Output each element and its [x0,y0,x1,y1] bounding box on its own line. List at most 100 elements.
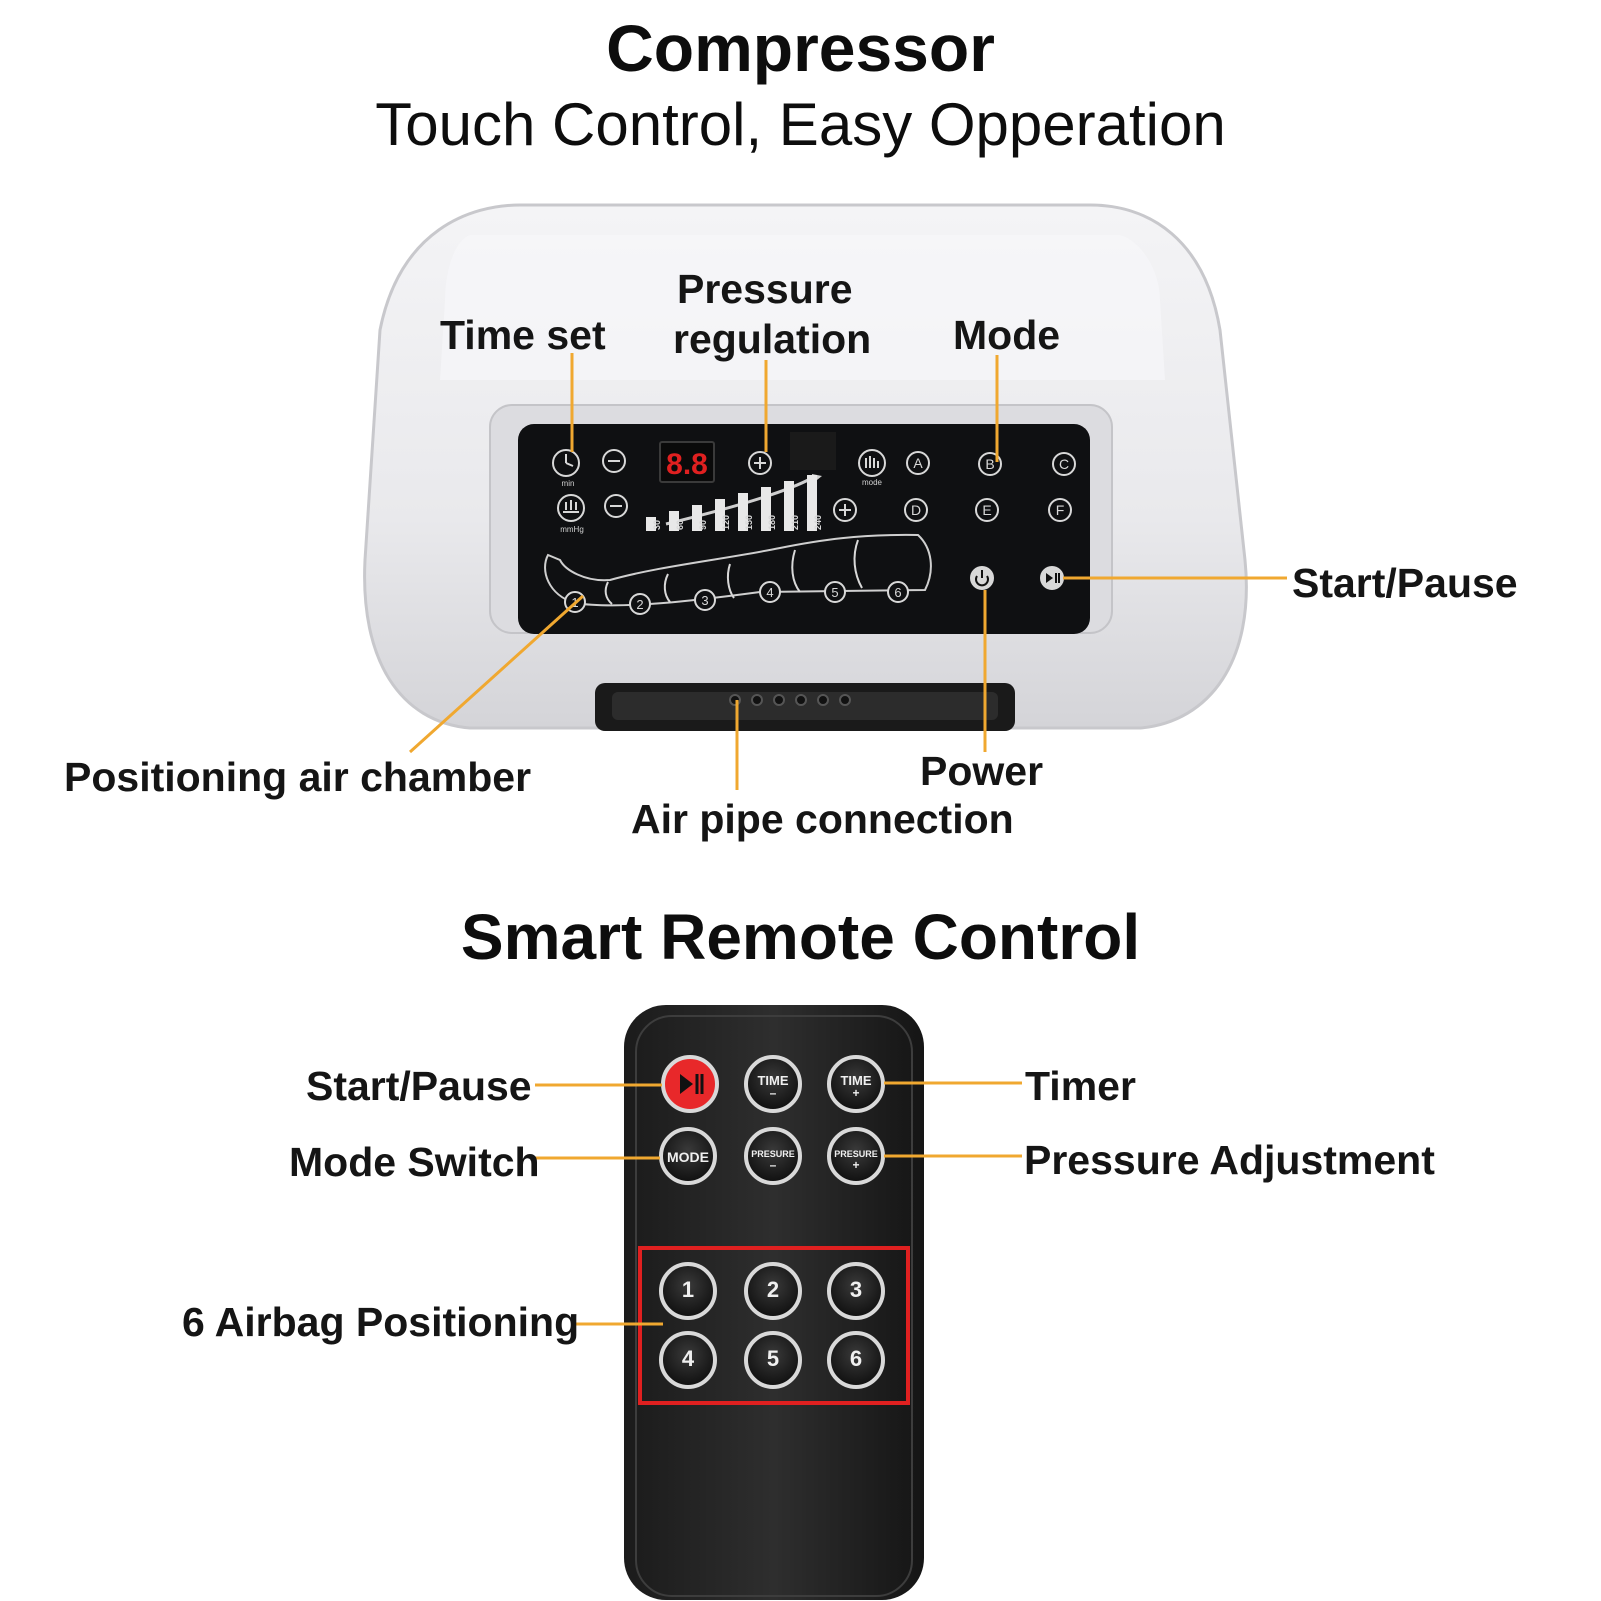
pressure-bar [692,505,702,531]
remote-pressure-plus-button[interactable]: PRESURE+ [827,1127,885,1185]
remote-pressure-minus-button[interactable]: PRESURE– [744,1127,802,1185]
pressure-scale-label: 210 [790,515,800,530]
label-power: Power [920,748,1044,794]
pressure-bar [646,517,656,531]
pressure-scale-label: 120 [721,515,731,530]
mode-a-button[interactable]: A [906,451,930,475]
chamber-number: 4 [766,585,773,600]
mode-letter: B [985,456,994,472]
remote-time-plus-button[interactable]: TIME+ [827,1055,885,1113]
chamber-number: 6 [894,585,901,600]
pressure-bar [784,481,794,531]
clock-icon[interactable] [552,449,580,477]
chamber-number: 2 [636,597,643,612]
remote-pressure-plus-button-label: + [852,1158,859,1172]
pressure-scale-label: 240 [813,515,823,530]
remote-airbag-4-button-label: 4 [682,1346,695,1371]
pressure-icon[interactable] [557,494,585,522]
chamber-5-button[interactable]: 5 [824,581,846,603]
mode-e-button[interactable]: E [975,498,999,522]
label-start-pause: Start/Pause [1292,560,1518,606]
pressure-minus-icon[interactable] [604,494,628,518]
mode-f-button[interactable]: F [1048,498,1072,522]
label-airbag-positioning: 6 Airbag Positioning [182,1299,580,1345]
remote-start-pause-button[interactable] [661,1055,719,1113]
min-unit-label: min [562,479,575,488]
label-mode: Mode [953,312,1061,358]
mode-b-button[interactable]: B [978,452,1002,476]
compressor-leader-lines [408,353,1287,790]
remote-airbag-6-button[interactable]: 6 [827,1331,885,1389]
label-timer: Timer [1025,1063,1136,1109]
mode-letter: D [911,502,921,518]
remote-mode-button-label: MODE [667,1149,709,1165]
mode-d-button[interactable]: D [904,498,928,522]
chamber-number: 5 [831,585,838,600]
chamber-2-button[interactable]: 2 [629,593,651,615]
pressure-bar [669,511,679,531]
pressure-scale-label: 180 [767,515,777,530]
remote-title: Smart Remote Control [460,901,1141,973]
remote-pressure-plus-button-label: PRESURE [834,1149,878,1159]
remote-airbag-3-button[interactable]: 3 [827,1262,885,1320]
mode-letter: A [913,455,923,471]
chamber-6-button[interactable]: 6 [887,581,909,603]
remote-airbag-3-button-label: 3 [850,1277,862,1302]
power-icon[interactable] [970,566,994,590]
chamber-4-button[interactable]: 4 [759,581,781,603]
pressure-bar [738,493,748,531]
remote-pressure-minus-button-label: – [770,1158,777,1172]
mode-letter: E [982,502,991,518]
remote-time-minus-button[interactable]: TIME– [744,1055,802,1113]
remote-airbag-5-button-label: 5 [767,1346,779,1371]
remote-airbag-2-button[interactable]: 2 [744,1262,802,1320]
mode-letter: C [1059,456,1069,472]
pressure-plus-icon[interactable] [833,498,857,522]
led-display: 8.8 [666,448,708,481]
pressure-scale-label: 150 [744,515,754,530]
mode-touch-icon[interactable] [858,449,886,477]
remote-airbag-1-button-label: 1 [682,1277,694,1302]
label-pressure-line2: regulation [673,316,872,362]
panel-controls [544,432,1064,607]
remote-time-plus-button-label: + [852,1086,859,1100]
label-positioning-air-chamber: Positioning air chamber [64,754,532,800]
time-minus-icon[interactable] [602,449,626,473]
remote-airbag-1-button[interactable]: 1 [659,1262,717,1320]
remote-pressure-minus-button-label: PRESURE [751,1149,795,1159]
remote-time-plus-button-label: TIME [840,1073,871,1088]
label-mode-switch: Mode Switch [289,1139,540,1185]
pressure-scale-label: 60 [675,520,685,530]
remote-airbag-4-button[interactable]: 4 [659,1331,717,1389]
label-pressure-adjustment: Pressure Adjustment [1024,1137,1435,1183]
remote-airbag-5-button[interactable]: 5 [744,1331,802,1389]
remote-time-minus-button-label: – [770,1086,777,1100]
mode-letter: F [1056,502,1065,518]
remote-time-minus-button-label: TIME [757,1073,788,1088]
label-air-pipe-connection: Air pipe connection [631,796,1014,842]
remote-leader-lines [535,1081,1022,1326]
compressor-title: Compressor [606,11,995,85]
mode-c-button[interactable]: C [1052,452,1076,476]
pressure-bar [761,487,771,531]
compressor-subtitle: Touch Control, Easy Opperation [375,91,1226,158]
mmhg-unit-label: mmHg [560,525,584,534]
time-plus-icon[interactable] [748,451,772,475]
mode-caption: mode [862,478,883,487]
remote-airbag-2-button-label: 2 [767,1277,779,1302]
chamber-number: 3 [701,593,708,608]
pressure-scale-label: 30 [652,520,662,530]
label-time-set: Time set [440,312,606,358]
pressure-bar [715,499,725,531]
chamber-3-button[interactable]: 3 [694,589,716,611]
pressure-scale-label: 90 [698,520,708,530]
start-pause-icon[interactable] [1040,566,1064,590]
label-pressure-line1: Pressure [677,266,853,312]
pressure-bar [807,475,817,531]
remote-airbag-6-button-label: 6 [850,1346,862,1371]
label-remote-start-pause: Start/Pause [306,1063,532,1109]
remote-mode-button[interactable]: MODE [659,1127,717,1185]
